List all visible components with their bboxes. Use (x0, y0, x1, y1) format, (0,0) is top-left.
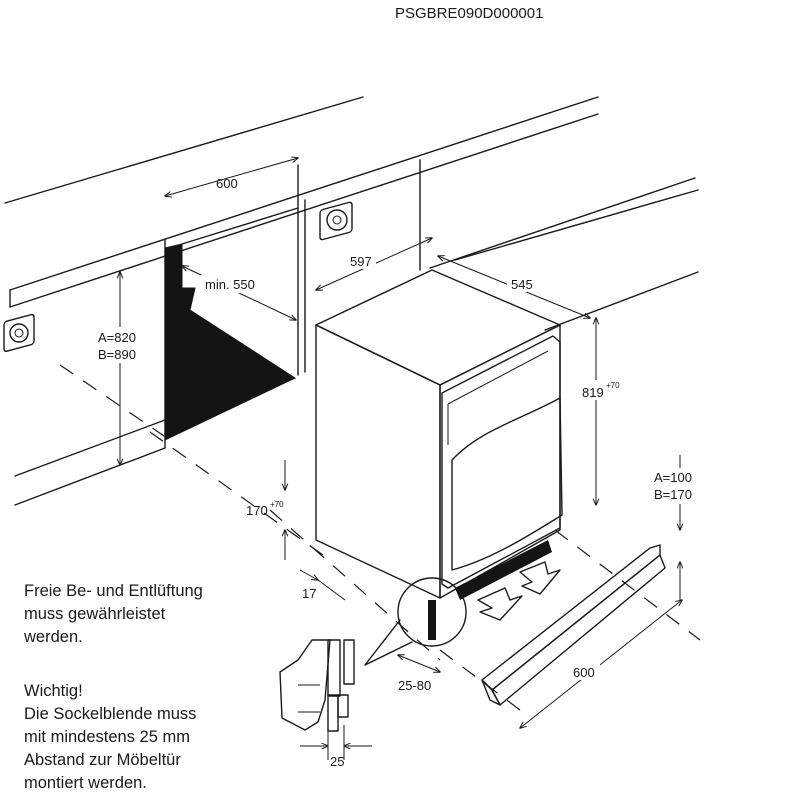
dim-height-b: B=890 (98, 347, 136, 362)
dim-niche-depth: min. 550 (205, 277, 255, 292)
socket-left-icon (3, 313, 35, 352)
detail-circle (397, 577, 467, 647)
important-note: Wichtig! Die Sockelblende muss mit minde… (24, 680, 264, 795)
dim-side-gap: 17 (302, 586, 316, 601)
note-line: Abstand zur Möbeltür (24, 751, 181, 769)
note-line: montiert werden. (24, 774, 147, 792)
note-line: Die Sockelblende muss (24, 705, 197, 723)
dim-plinth-height: 170 (246, 503, 268, 518)
dim-appliance-depth: 545 (511, 277, 533, 292)
note-line: werden. (24, 628, 83, 646)
dim-height-a: A=820 (98, 330, 136, 345)
appliance-cabinet (315, 269, 563, 621)
dim-appliance-height-tol: +70 (606, 381, 620, 390)
note-line: Freie Be- und Entlüftung (24, 582, 203, 600)
dim-plinth-width: 600 (573, 665, 595, 680)
dim-plinth-offset: 25-80 (398, 678, 431, 693)
note-line: Wichtig! (24, 682, 83, 700)
dim-plinth-height-tol: +70 (270, 500, 284, 509)
cabinet-left (14, 239, 166, 506)
dim-plinth-b: B=170 (654, 487, 692, 502)
document-code: PSGBRE090D000001 (395, 5, 543, 22)
note-line: mit mindestens 25 mm (24, 728, 190, 746)
ventilation-note: Freie Be- und Entlüftung muss gewährleis… (24, 580, 264, 649)
dim-appliance-width: 597 (350, 254, 372, 269)
dim-plinth-a: A=100 (654, 470, 692, 485)
socket-right-icon (319, 201, 353, 241)
dim-detail-gap: 25 (330, 754, 344, 769)
dim-appliance-height: 819 (582, 385, 604, 400)
dim-niche-width: 600 (216, 176, 238, 191)
detail-section (279, 639, 355, 732)
worktop (4, 96, 599, 308)
niche (164, 159, 421, 441)
note-line: muss gewährleistet (24, 605, 166, 623)
